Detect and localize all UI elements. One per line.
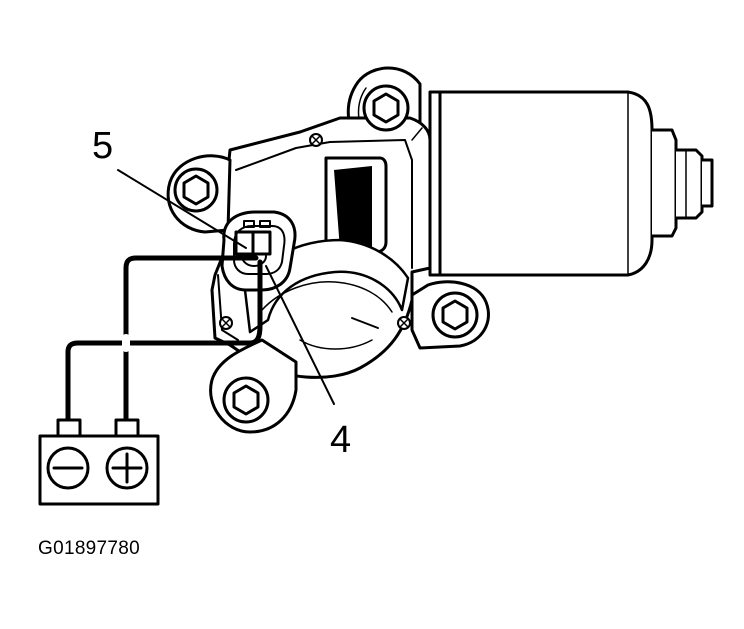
positive-lead-wire	[123, 255, 259, 423]
bolt-upper	[362, 84, 410, 132]
callout-5-leader	[117, 169, 247, 249]
battery-positive-terminal	[105, 446, 149, 490]
housing-window	[324, 156, 388, 254]
bolt-right	[431, 291, 479, 339]
screw-left	[219, 316, 233, 330]
screw-top	[309, 133, 323, 147]
screw-right	[397, 316, 411, 330]
callout-4-label: 4	[330, 419, 351, 461]
figure-id: G01897780	[38, 538, 140, 559]
motor-can	[428, 90, 677, 277]
callout-5-label: 5	[92, 125, 113, 167]
callout-4-leader	[265, 265, 335, 405]
motor-shaft-end	[650, 128, 714, 238]
battery-negative-terminal	[46, 446, 90, 490]
bolt-left	[173, 167, 219, 213]
battery	[38, 418, 160, 506]
negative-lead-wire	[65, 259, 263, 423]
bolt-lower	[222, 376, 270, 424]
connector-socket	[220, 210, 297, 292]
